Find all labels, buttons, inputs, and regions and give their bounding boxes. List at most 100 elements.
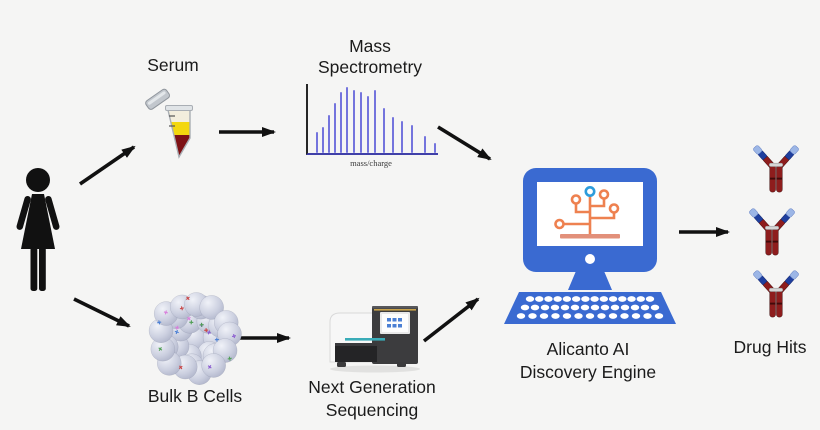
spectrum-peak xyxy=(360,92,363,153)
serum-tube-icon xyxy=(140,85,200,170)
keyboard-key xyxy=(530,304,540,311)
arrow-patient-to-serum xyxy=(78,145,136,186)
keyboard-key xyxy=(618,296,627,302)
keyboard-key xyxy=(562,313,572,319)
person-female-icon xyxy=(16,168,60,291)
drug-hits-label: Drug Hits xyxy=(733,337,807,357)
b-cell-receptor-speck xyxy=(178,365,183,370)
b-cell-receptor-speck xyxy=(174,329,179,335)
keyboard-key xyxy=(636,296,645,302)
keyboard-key xyxy=(608,296,618,302)
spectrum-peak xyxy=(334,103,337,153)
keyboard-key xyxy=(645,296,655,302)
keyboard-key xyxy=(516,313,526,319)
spectrum-peak xyxy=(392,117,395,153)
spectrum-peak xyxy=(340,92,343,153)
keyboard-key xyxy=(600,304,610,311)
keyboard-key xyxy=(631,313,641,319)
engine-label-line1: Alicanto AI xyxy=(546,339,630,359)
keyboard-key xyxy=(650,304,660,311)
b-cell-receptor-speck xyxy=(179,306,184,311)
keyboard-key xyxy=(540,304,550,311)
b-cell-receptor-speck xyxy=(189,320,194,325)
b-cell-receptor-speck xyxy=(199,322,204,327)
keyboard-key xyxy=(620,304,630,311)
spectrum-peak xyxy=(328,115,331,153)
bulk-b-cells-icon xyxy=(148,290,243,390)
mass-spec-title: Mass Spectrometry xyxy=(300,36,440,78)
serum-label: Serum xyxy=(147,55,199,75)
keyboard-key xyxy=(654,313,664,319)
keyboard-key xyxy=(520,304,530,311)
keyboard-key xyxy=(560,304,570,311)
keyboard-key xyxy=(585,313,595,319)
mass-spec-chart xyxy=(306,84,438,155)
circuit-node-blue xyxy=(584,185,596,197)
keyboard-key xyxy=(544,296,553,302)
keyboard-key xyxy=(608,313,618,319)
engine-label: Alicanto AI Discovery Engine xyxy=(508,338,668,384)
b-cell-receptor-speck xyxy=(158,347,163,351)
antibody-icon xyxy=(743,205,801,262)
b-cell-receptor-speck xyxy=(207,364,212,369)
spectrum-peak xyxy=(374,89,377,153)
keyboard-key xyxy=(574,313,583,319)
keyboard-key xyxy=(581,296,590,302)
b-cell-receptor-speck xyxy=(186,296,190,301)
monitor-button xyxy=(585,254,595,264)
bulk-b-cells-label: Bulk B Cells xyxy=(147,386,243,406)
ngs-label-line2: Sequencing xyxy=(325,400,419,420)
keyboard-key xyxy=(550,304,560,311)
spectrum-peak xyxy=(316,132,319,153)
keyboard-key xyxy=(539,313,549,319)
b-cell-receptor-speck xyxy=(227,356,232,361)
b-cell xyxy=(201,353,226,378)
b-cell-receptor-speck xyxy=(204,328,209,333)
arrow-massspec-to-engine xyxy=(437,125,492,161)
arrow-ngs-to-engine xyxy=(422,297,480,343)
keyboard-key xyxy=(571,296,581,302)
keyboard-key xyxy=(599,296,609,302)
keyboard-key xyxy=(562,296,572,302)
ngs-label-line1: Next Generation xyxy=(308,377,436,397)
spectrum-peak xyxy=(346,87,349,153)
spectrum-peak xyxy=(424,136,427,153)
keyboard-key xyxy=(620,313,629,319)
keyboard-key xyxy=(643,313,652,319)
engine-label-line2: Discovery Engine xyxy=(519,362,657,382)
keyboard-key xyxy=(525,296,535,302)
keyboard-key xyxy=(590,296,599,302)
spectrum-peak xyxy=(367,95,370,153)
circuit-tree-icon xyxy=(554,185,620,239)
keyboard-key xyxy=(590,304,600,311)
keyboard-key xyxy=(630,304,640,311)
keyboard-key xyxy=(528,313,537,319)
keyboard-key xyxy=(551,313,560,319)
keyboard-key xyxy=(570,304,580,311)
ai-computer-icon xyxy=(490,166,680,331)
b-cell-receptor-speck xyxy=(163,310,168,315)
b-cell-receptor-speck xyxy=(157,320,162,325)
antibody-icon xyxy=(747,267,805,324)
antibody-icon xyxy=(747,142,805,199)
patient-icon xyxy=(14,167,64,302)
spectrum-peak xyxy=(434,143,437,153)
spectrum-peak xyxy=(383,108,386,153)
keyboard-key xyxy=(535,296,544,302)
keyboard-key xyxy=(627,296,636,302)
keyboard-key xyxy=(580,304,590,311)
spectrum-peak xyxy=(353,89,356,153)
b-cell-receptor-speck xyxy=(206,330,212,335)
mass-spec-title-line1: Mass xyxy=(349,36,391,56)
mass-charge-axis-label: mass/charge xyxy=(350,158,392,168)
keyboard-key xyxy=(597,313,606,319)
b-cell-receptor-speck xyxy=(186,316,191,321)
monitor-stand xyxy=(568,271,612,290)
spectrum-peak xyxy=(401,120,404,153)
keyboard-key xyxy=(640,304,650,311)
keyboard-key xyxy=(610,304,620,311)
arrow-patient-to-bcells xyxy=(73,297,131,328)
keyboard-key xyxy=(553,296,562,302)
